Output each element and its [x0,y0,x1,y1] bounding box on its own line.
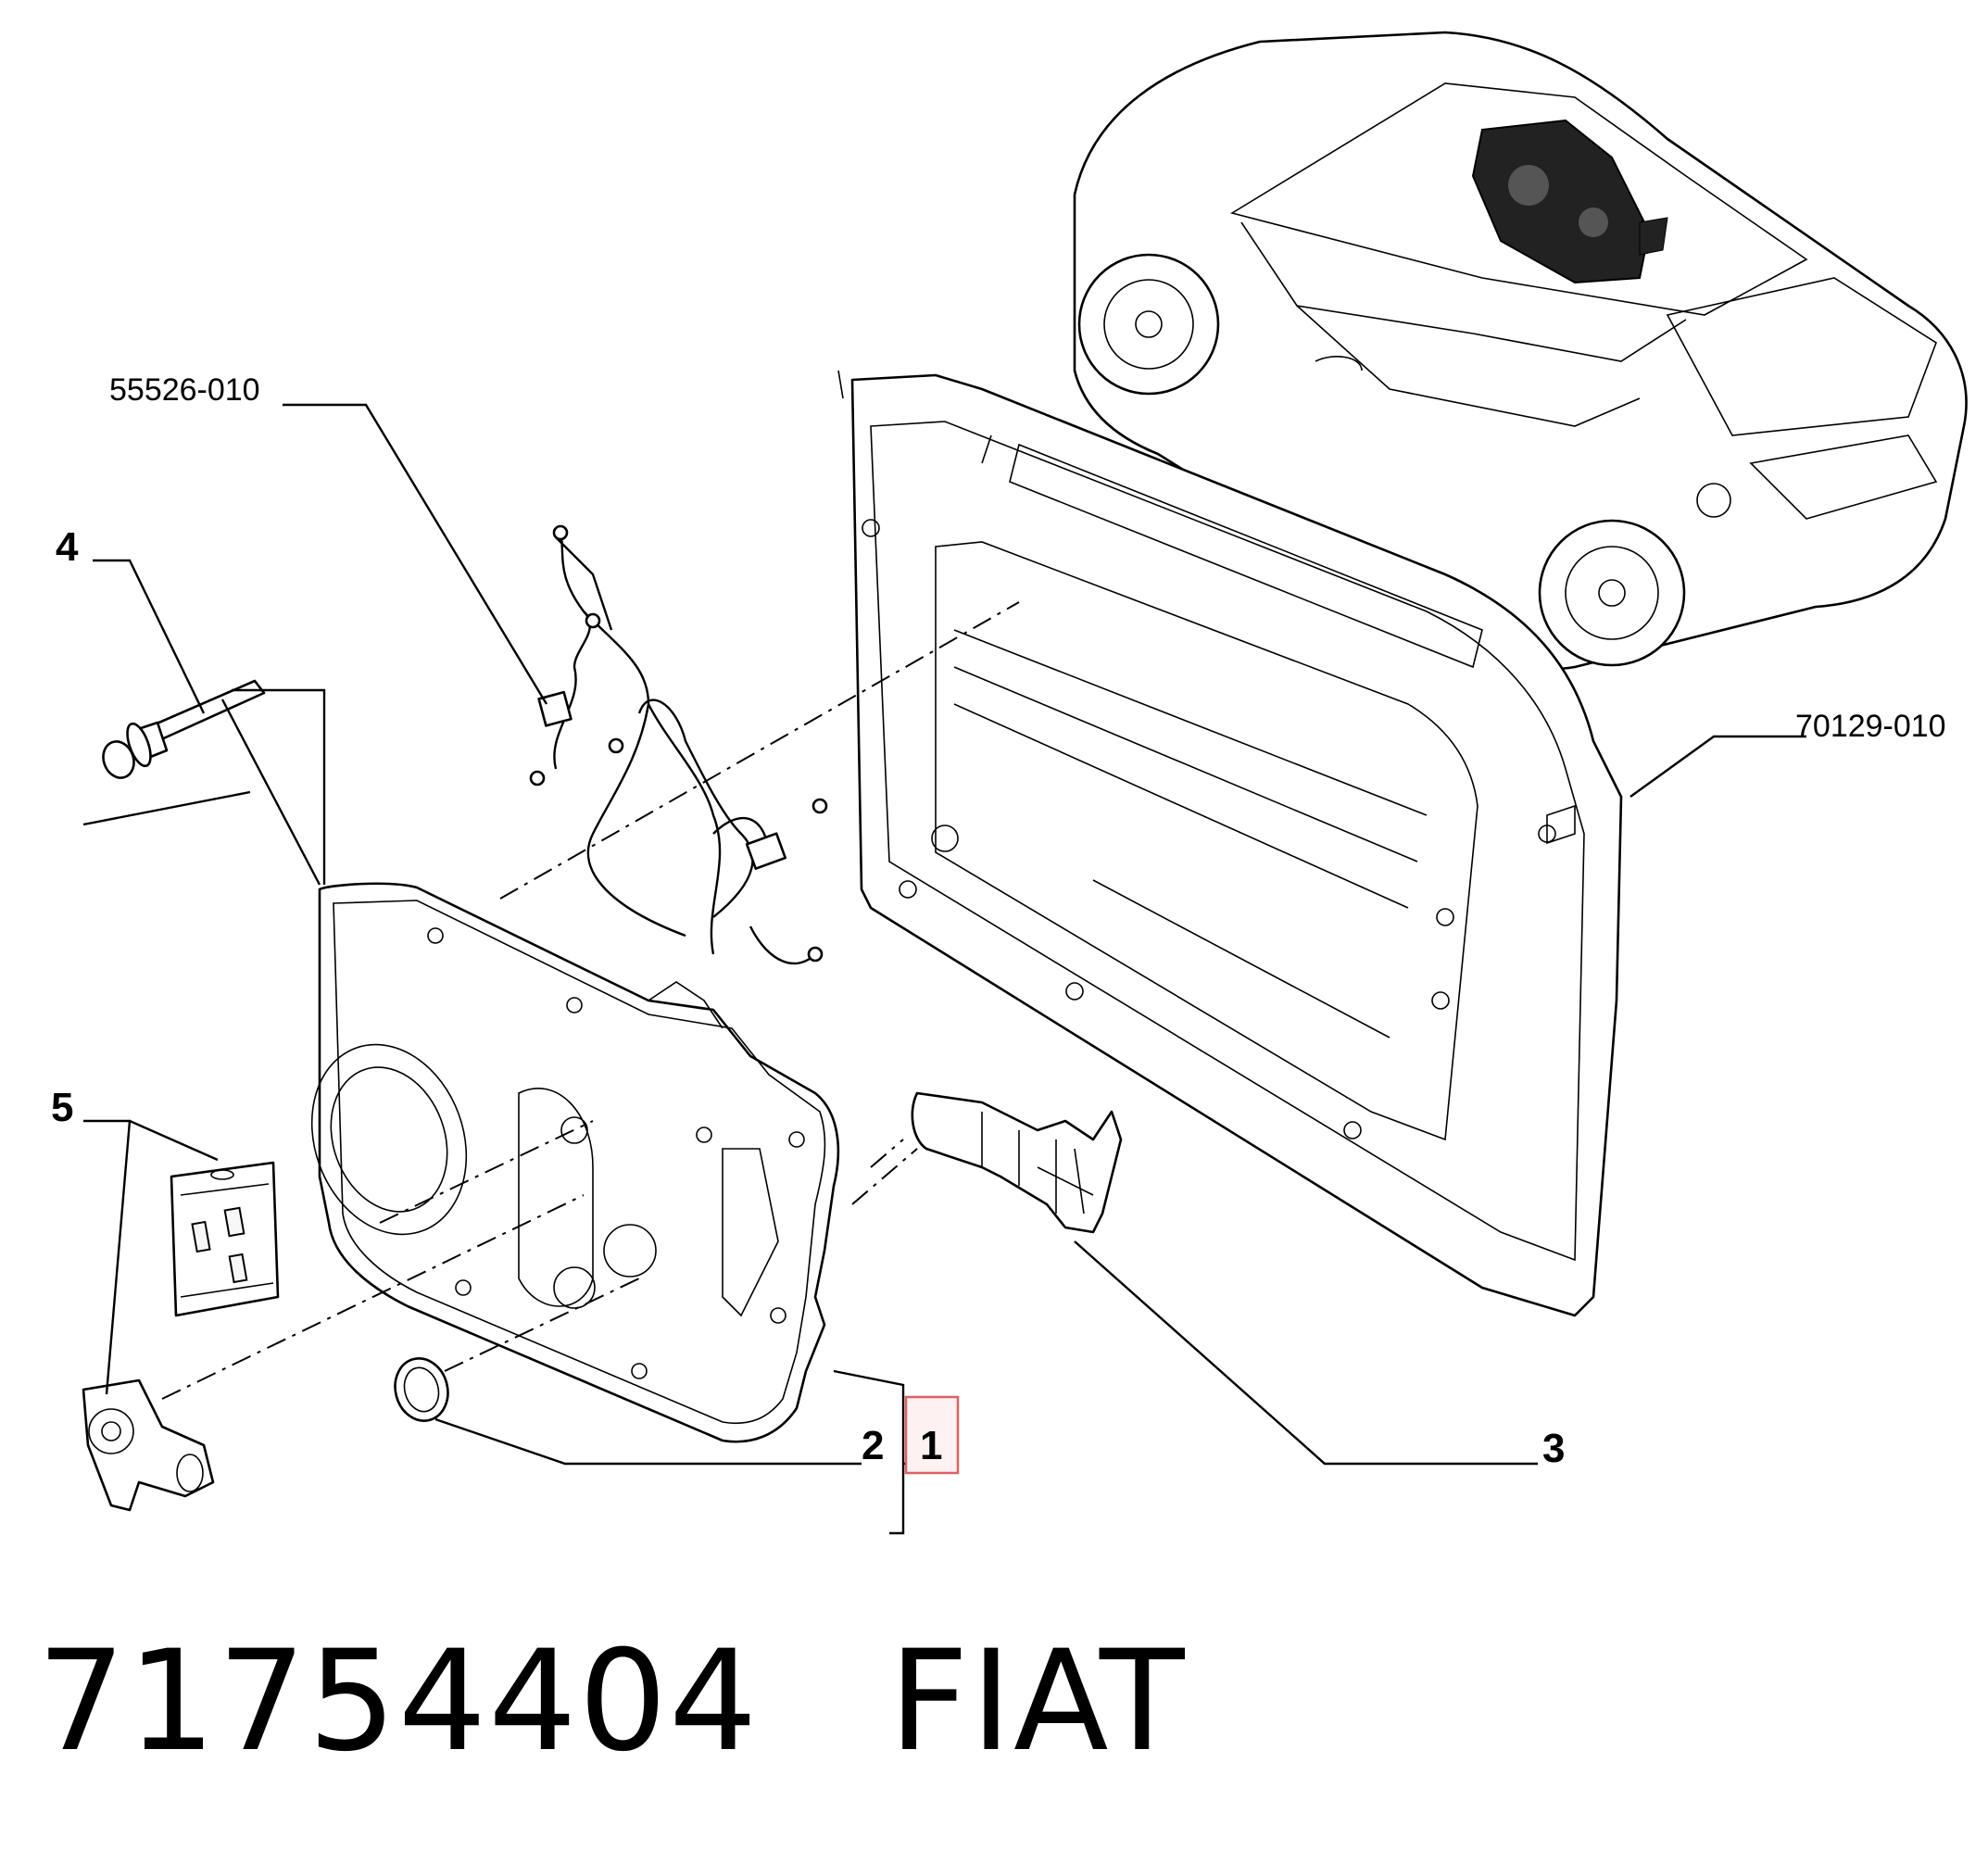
callout-5: 5 [51,1085,73,1130]
door-shell [837,370,1623,1317]
screw-bag-part-5 [170,1161,280,1317]
window-motor [82,1378,215,1512]
callout-4: 4 [56,524,79,570]
callout-2: 2 [862,1423,884,1468]
callout-1-highlight [904,1395,960,1475]
wiring-harness [529,524,828,965]
callout-ref-door: 70129-010 [1795,709,1946,744]
bracket-part-3 [911,1091,1123,1234]
callout-1: 1 [920,1423,942,1468]
alignment-lines [161,601,1020,1400]
leader-lines [82,403,1806,1535]
car-door-panel-highlight [1471,119,1651,284]
callout-labels: 55526-010 70129-010 4 5 2 3 1 [51,372,1946,1475]
brand-name: FIAT [888,1621,1187,1782]
callout-ref-harness: 55526-010 [109,372,260,408]
rivet-part-4 [102,679,266,779]
regulator-carrier-panel [310,882,840,1443]
part-caption: 71754404 FIAT [37,1621,1187,1782]
callout-3: 3 [1542,1426,1565,1471]
grommet-cap [394,1357,449,1422]
car-illustration [1073,31,1968,671]
exploded-view-diagram: 55526-010 70129-010 4 5 2 3 1 [51,31,1968,1535]
part-number: 71754404 [37,1621,760,1782]
